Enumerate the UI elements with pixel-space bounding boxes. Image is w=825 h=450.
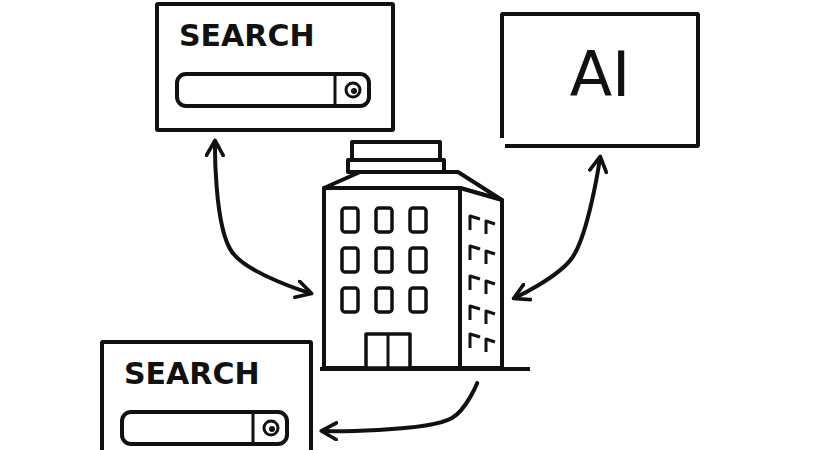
search-box: SEARCH <box>100 340 313 450</box>
search-label: SEARCH <box>124 356 260 391</box>
arrow-connector <box>515 158 600 298</box>
building-node <box>320 138 505 373</box>
ai-box: AI <box>500 12 700 148</box>
building-illustration <box>320 138 505 373</box>
search-label: SEARCH <box>179 18 315 53</box>
arrow-connector <box>215 142 310 293</box>
arrow-connector <box>323 383 477 431</box>
ai-label: AI <box>504 38 696 111</box>
search-box: SEARCH <box>155 2 395 132</box>
